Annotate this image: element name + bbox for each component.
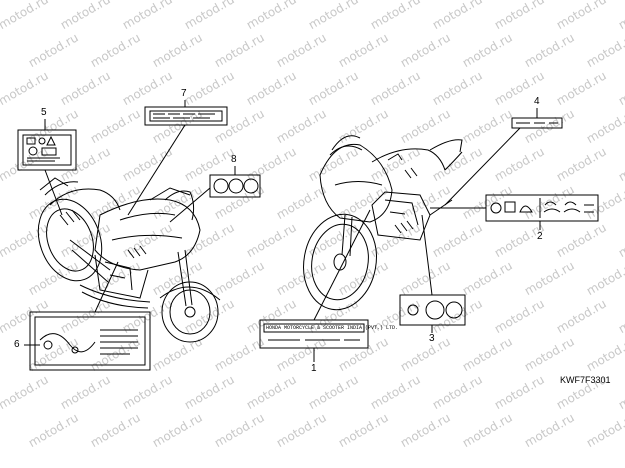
callout-2: 2 [537, 231, 543, 242]
leader-lines [24, 100, 541, 362]
motorcycle-left [37, 177, 221, 343]
label-1-text: HONDA MOTORCYCLE & SCOOTER INDIA (PVT.) … [266, 325, 399, 331]
callout-3: 3 [429, 333, 435, 344]
diagram-code: KWF7F3301 [560, 375, 611, 385]
callout-5: 5 [41, 107, 47, 118]
label-5-caution [17, 129, 77, 171]
label-4 [511, 117, 563, 129]
label-3 [399, 294, 466, 326]
motorcycle-right [303, 135, 463, 311]
label-7 [144, 106, 228, 126]
label-8-circles [209, 174, 261, 198]
callout-8: 8 [231, 154, 237, 165]
label-6 [29, 311, 151, 371]
callout-4: 4 [534, 96, 540, 107]
label-2 [485, 194, 599, 222]
callout-6: 6 [14, 339, 20, 350]
callout-1: 1 [311, 363, 317, 374]
callout-7: 7 [181, 88, 187, 99]
